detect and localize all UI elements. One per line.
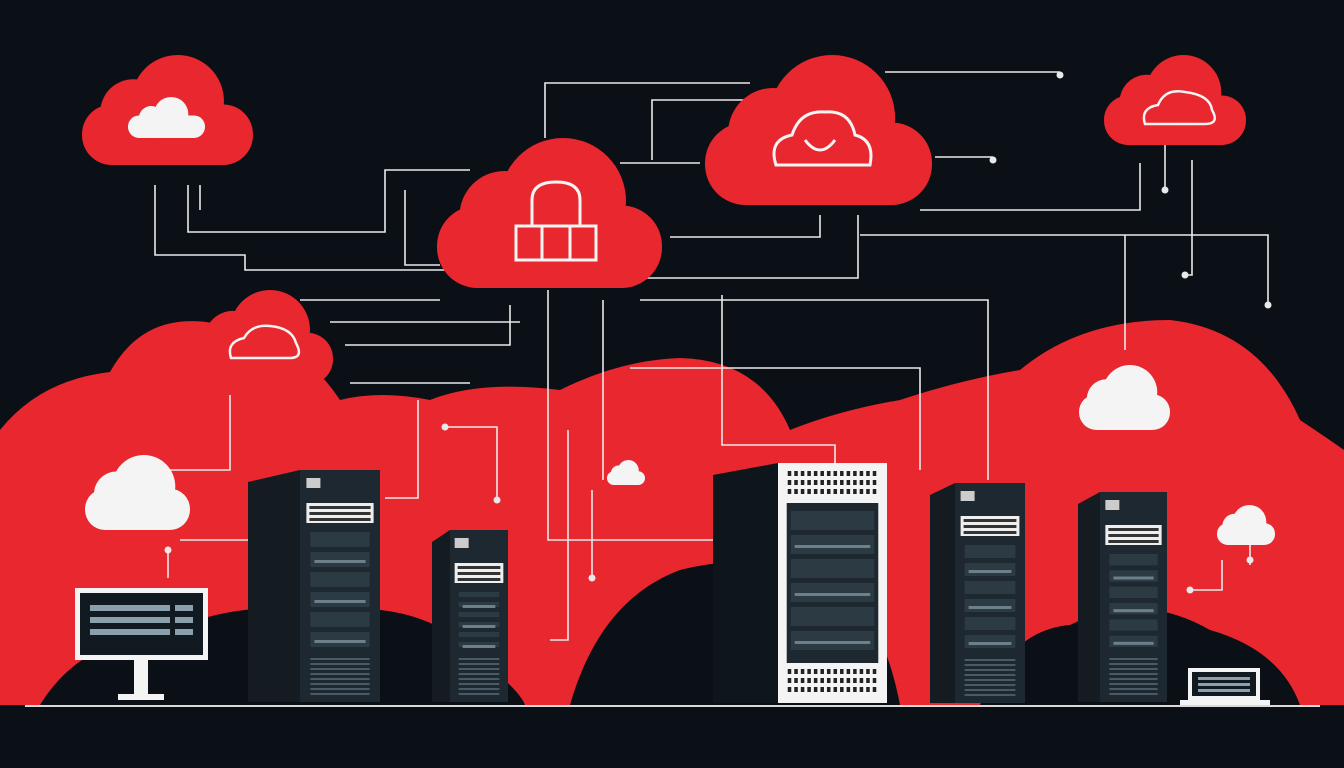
servers bbox=[248, 463, 1167, 703]
server-icon bbox=[713, 463, 887, 703]
line-node bbox=[1181, 271, 1189, 279]
network-line bbox=[544, 82, 750, 138]
network-line bbox=[630, 367, 921, 470]
line-node bbox=[1186, 586, 1194, 594]
network-line bbox=[547, 290, 720, 541]
network-lines bbox=[154, 71, 1272, 641]
server-icon bbox=[248, 470, 380, 702]
network-line bbox=[187, 169, 470, 233]
line-node bbox=[441, 423, 449, 431]
line-node bbox=[1161, 186, 1169, 194]
laptop-icon bbox=[1180, 668, 1270, 705]
cloud-icon bbox=[1217, 505, 1275, 545]
cloud-icon bbox=[1079, 365, 1170, 430]
network-line bbox=[721, 295, 836, 465]
line-node bbox=[588, 574, 596, 582]
network-line bbox=[154, 185, 450, 271]
network-line bbox=[385, 400, 419, 499]
network-line bbox=[1190, 560, 1223, 591]
network-line bbox=[445, 426, 498, 500]
padlock-icon bbox=[514, 180, 598, 262]
network-line bbox=[170, 395, 231, 471]
network-line bbox=[560, 215, 859, 279]
network-line bbox=[670, 215, 821, 238]
cloud-icon bbox=[128, 97, 205, 138]
line-node bbox=[164, 546, 172, 554]
network-line bbox=[640, 299, 989, 480]
line-node bbox=[989, 156, 997, 164]
line-node bbox=[1246, 556, 1254, 564]
line-node bbox=[1056, 71, 1064, 79]
line-node bbox=[493, 496, 501, 504]
network-line bbox=[860, 234, 1269, 305]
cloud-icon bbox=[607, 460, 645, 485]
network-line bbox=[404, 190, 440, 266]
line-node bbox=[1264, 301, 1272, 309]
smile-cloud-icon bbox=[772, 110, 873, 167]
cloud-icon bbox=[85, 455, 190, 530]
network-line bbox=[651, 99, 760, 160]
cloud-outline-icon bbox=[228, 90, 1217, 360]
server-icon bbox=[1078, 492, 1167, 702]
network-line bbox=[345, 305, 511, 346]
server-icon bbox=[432, 530, 508, 702]
network-line bbox=[920, 163, 1141, 211]
monitor-icon bbox=[75, 588, 208, 700]
network-line bbox=[550, 430, 569, 641]
server-icon bbox=[930, 483, 1025, 703]
